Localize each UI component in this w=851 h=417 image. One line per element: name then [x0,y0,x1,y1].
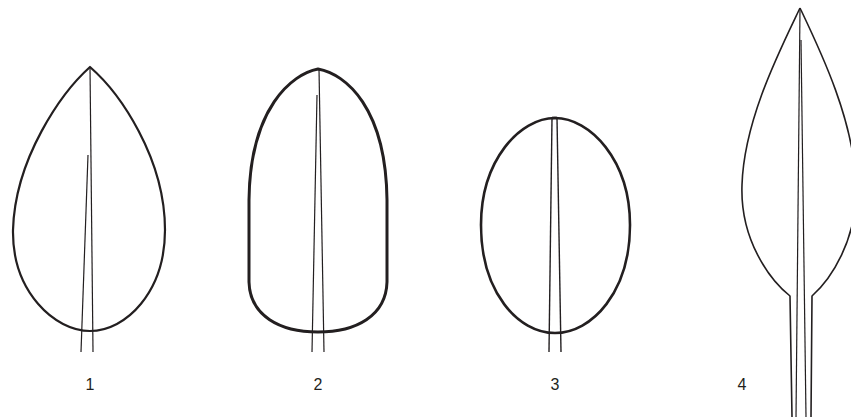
elliptic-leaf [481,118,630,352]
figure-number: 3 [551,377,560,393]
oblong-leaf [249,69,387,352]
figure-number: 2 [314,377,323,393]
figure-number: 4 [738,377,747,393]
figure-number: 1 [86,377,95,393]
lanceolate-leaf [742,8,851,417]
ovate-leaf [13,67,165,352]
